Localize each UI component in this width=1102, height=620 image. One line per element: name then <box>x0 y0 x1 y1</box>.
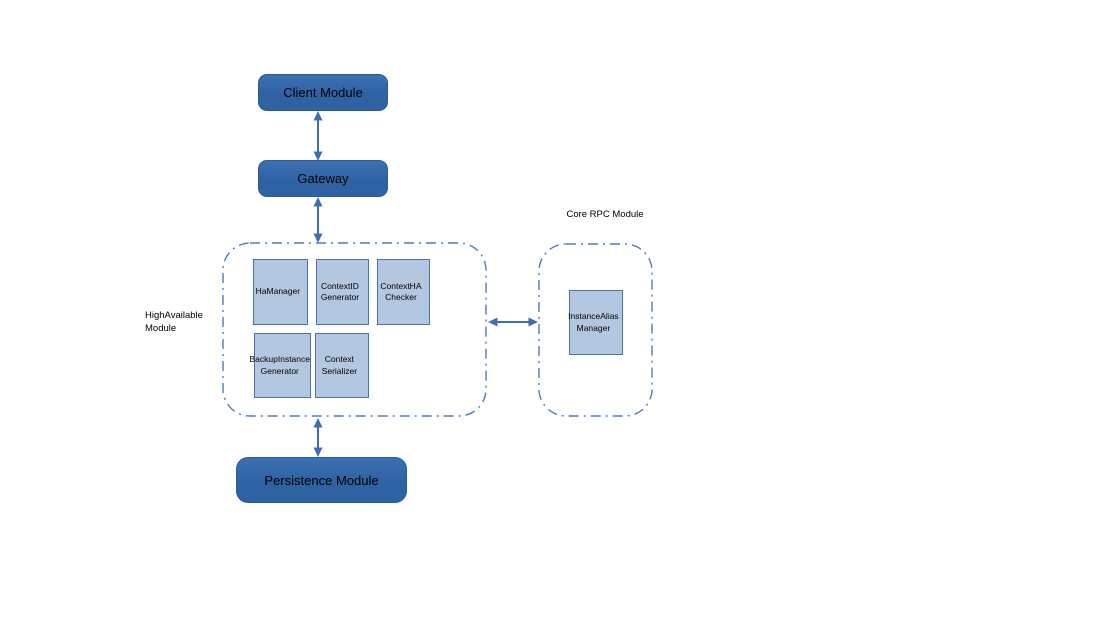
node-gateway: Gateway <box>258 160 388 197</box>
group-core-rpc-module: InstanceAlias Manager <box>538 243 653 417</box>
component-instancealias-manager: InstanceAlias Manager <box>568 290 623 355</box>
component-backupinstance-generator: BackupInstance Generator <box>250 333 311 398</box>
node-client-module-label: Client Module <box>283 85 363 100</box>
node-persistence-module-label: Persistence Module <box>264 472 379 488</box>
core-rpc-dashed-border <box>538 243 653 417</box>
highavailable-dashed-border <box>222 242 487 417</box>
group-highavailable-module: HaManager ContextID Generator ContextHA … <box>222 242 487 417</box>
component-context-serializer: Context Serializer <box>315 333 369 398</box>
node-client-module: Client Module <box>258 74 388 111</box>
arrow-highavailable-persistence <box>313 418 323 457</box>
highavailable-module-label: HighAvailable Module <box>145 310 203 334</box>
component-hamanager: HaManager <box>253 259 308 325</box>
component-contextha-checker: ContextHA Checker <box>377 259 430 325</box>
arrow-gateway-highavailable <box>313 197 323 243</box>
arrow-client-gateway <box>313 111 323 161</box>
node-gateway-label: Gateway <box>297 171 349 186</box>
node-persistence-module: Persistence Module <box>236 457 407 503</box>
component-contextid-generator: ContextID Generator <box>316 259 369 325</box>
core-rpc-module-label: Core RPC Module <box>566 209 644 220</box>
arrow-highavailable-corerpc <box>488 317 538 327</box>
